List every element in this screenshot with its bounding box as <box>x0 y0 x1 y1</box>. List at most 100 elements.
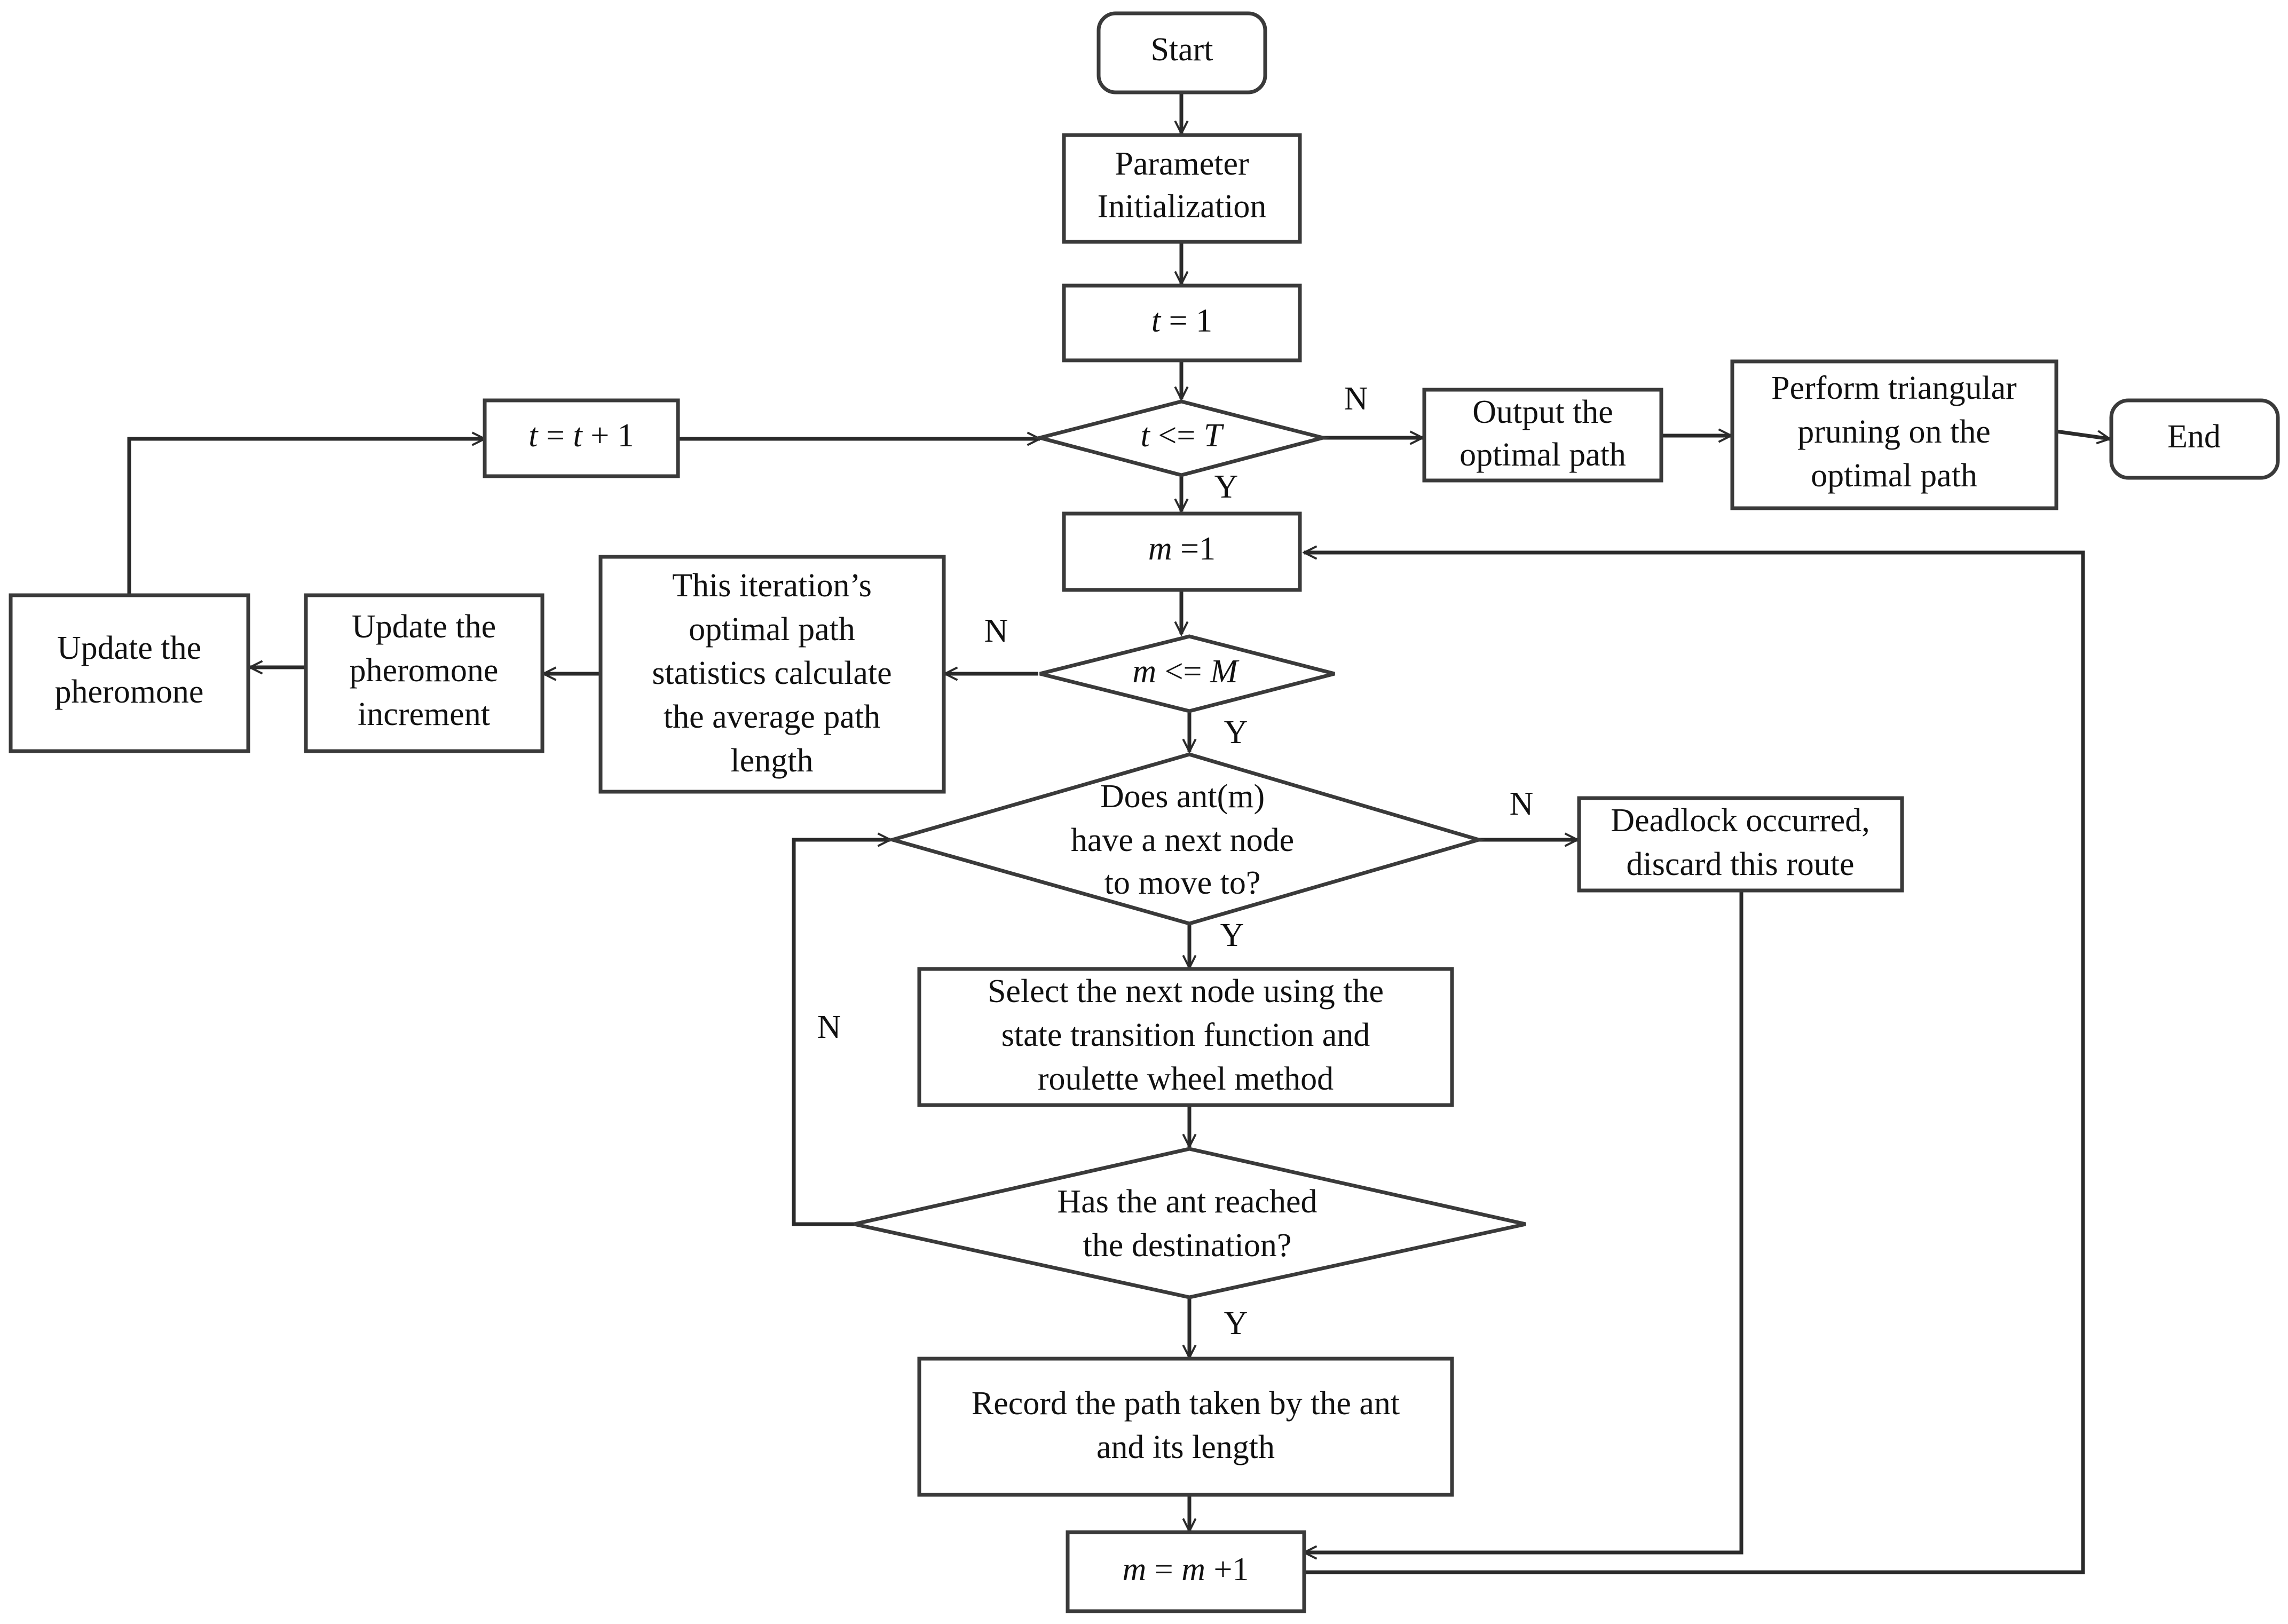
m-check-label: m <= M <box>1132 653 1240 690</box>
param-init-box <box>1062 133 1302 244</box>
node-increment: Update the pheromone increment <box>304 593 545 753</box>
m-check-yes-label: Y <box>1224 714 1248 751</box>
edge-deadlock-to-m-inc <box>1304 890 1743 1552</box>
increment-line-1: Update the <box>352 609 496 645</box>
pruning-line-2: pruning on the <box>1797 414 1991 450</box>
t-inc-b: t <box>573 417 583 454</box>
has-next-line-2: have a next node <box>1071 822 1294 858</box>
stats-box <box>598 555 946 794</box>
t-check-label: t <= T <box>1141 417 1225 454</box>
m-check-limit: M <box>1210 653 1240 690</box>
m-init-box <box>1062 511 1302 592</box>
reached-line-1: Has the ant reached <box>1057 1184 1317 1220</box>
node-update: Update the pheromone <box>9 593 250 753</box>
node-end: End <box>2109 398 2280 480</box>
record-line-1: Record the path taken by the ant <box>972 1385 1400 1422</box>
output-box <box>1422 388 1663 483</box>
select-line-1: Select the next node using the <box>988 973 1384 1010</box>
m-check-var: m <box>1132 653 1156 690</box>
m-inc-a: m <box>1123 1551 1147 1588</box>
record-box <box>917 1357 1454 1497</box>
deadlock-box <box>1577 796 1904 893</box>
stats-line-4: the average path <box>664 699 880 735</box>
node-select: Select the next node using the state tra… <box>917 967 1454 1107</box>
node-deadlock: Deadlock occurred, discard this route <box>1577 796 1904 893</box>
m-init-rest: =1 <box>1172 531 1216 567</box>
t-inc-label: t = t + 1 <box>528 417 634 454</box>
reached-line-2: the destination? <box>1083 1227 1292 1264</box>
select-line-2: state transition function and <box>1001 1017 1370 1053</box>
has-next-no-label: N <box>1510 786 1534 822</box>
m-check-op: <= <box>1156 653 1210 690</box>
t-init-var: t <box>1151 303 1162 339</box>
t-init-label: t = 1 <box>1151 303 1212 339</box>
stats-line-2: optimal path <box>689 611 855 648</box>
has-next-line-3: to move to? <box>1104 865 1261 901</box>
param-init-line-2: Initialization <box>1098 188 1267 225</box>
stats-line-5: length <box>731 743 814 779</box>
node-has-next: Does ant(m) have a next node to move to? <box>886 752 1486 926</box>
edge-pruning-to-end <box>2056 429 2110 439</box>
t-init-box <box>1062 283 1302 362</box>
edge-reached-no-loop <box>792 840 890 1226</box>
branch-labels: N Y N Y N Y N Y <box>817 381 1534 1342</box>
reached-no-label: N <box>817 1009 841 1045</box>
has-next-diamond <box>886 752 1486 926</box>
pruning-box <box>1730 359 2058 510</box>
update-line-2: pheromone <box>55 674 204 710</box>
node-m-inc: m = m +1 <box>1066 1530 1306 1613</box>
has-next-yes-label: Y <box>1220 917 1244 953</box>
node-param-init: Parameter Initialization <box>1062 133 1302 244</box>
t-check-yes-label: Y <box>1214 469 1238 505</box>
node-t-check: t <= T <box>1032 399 1330 477</box>
node-m-init: m =1 <box>1062 511 1302 592</box>
t-check-op: <= <box>1150 417 1204 454</box>
node-record: Record the path taken by the ant and its… <box>917 1357 1454 1497</box>
increment-box <box>304 593 545 753</box>
m-check-no-label: N <box>984 613 1008 649</box>
deadlock-line-2: discard this route <box>1626 846 1854 882</box>
node-t-inc: t = t + 1 <box>483 398 680 478</box>
select-box <box>917 967 1454 1107</box>
m-init-var: m <box>1148 531 1172 567</box>
m-inc-plus: +1 <box>1205 1551 1249 1588</box>
m-inc-b: m <box>1181 1551 1205 1588</box>
node-start: Start <box>1096 11 1267 94</box>
t-inc-a: t <box>528 417 539 454</box>
t-check-diamond <box>1032 399 1330 477</box>
deadlock-line-1: Deadlock occurred, <box>1611 802 1869 839</box>
node-t-init: t = 1 <box>1062 283 1302 362</box>
connectors <box>127 93 2110 1574</box>
t-inc-plus: + 1 <box>582 417 634 454</box>
output-line-2: optimal path <box>1459 437 1626 473</box>
param-init-line-1: Parameter <box>1115 146 1249 182</box>
start-label: Start <box>1150 31 1213 68</box>
t-check-no-label: N <box>1344 381 1368 417</box>
update-box <box>9 593 250 753</box>
end-label: End <box>2167 419 2221 455</box>
m-inc-eq: = <box>1146 1551 1181 1588</box>
stats-line-1: This iteration’s <box>672 567 872 604</box>
record-line-2: and its length <box>1096 1429 1275 1465</box>
m-init-label: m =1 <box>1148 531 1216 567</box>
m-inc-box <box>1066 1530 1306 1613</box>
m-inc-label: m = m +1 <box>1123 1551 1249 1588</box>
node-reached: Has the ant reached the destination? <box>854 1147 1526 1299</box>
node-m-check: m <= M <box>1039 634 1335 713</box>
edge-m-inc-to-m-init <box>1304 553 2085 1574</box>
t-check-limit: T <box>1204 417 1225 454</box>
node-output: Output the optimal path <box>1422 388 1663 483</box>
increment-line-2: pheromone <box>350 652 499 689</box>
has-next-line-1: Does ant(m) <box>1100 778 1265 815</box>
end-terminal <box>2109 398 2280 480</box>
output-line-1: Output the <box>1472 394 1613 430</box>
select-line-3: roulette wheel method <box>1038 1061 1334 1097</box>
reached-yes-label: Y <box>1224 1305 1248 1342</box>
update-line-1: Update the <box>57 630 201 666</box>
start-terminal <box>1096 11 1267 94</box>
increment-line-3: increment <box>358 696 490 732</box>
t-check-var: t <box>1141 417 1151 454</box>
t-inc-box <box>483 398 680 478</box>
node-stats: This iteration’s optimal path statistics… <box>598 555 946 794</box>
